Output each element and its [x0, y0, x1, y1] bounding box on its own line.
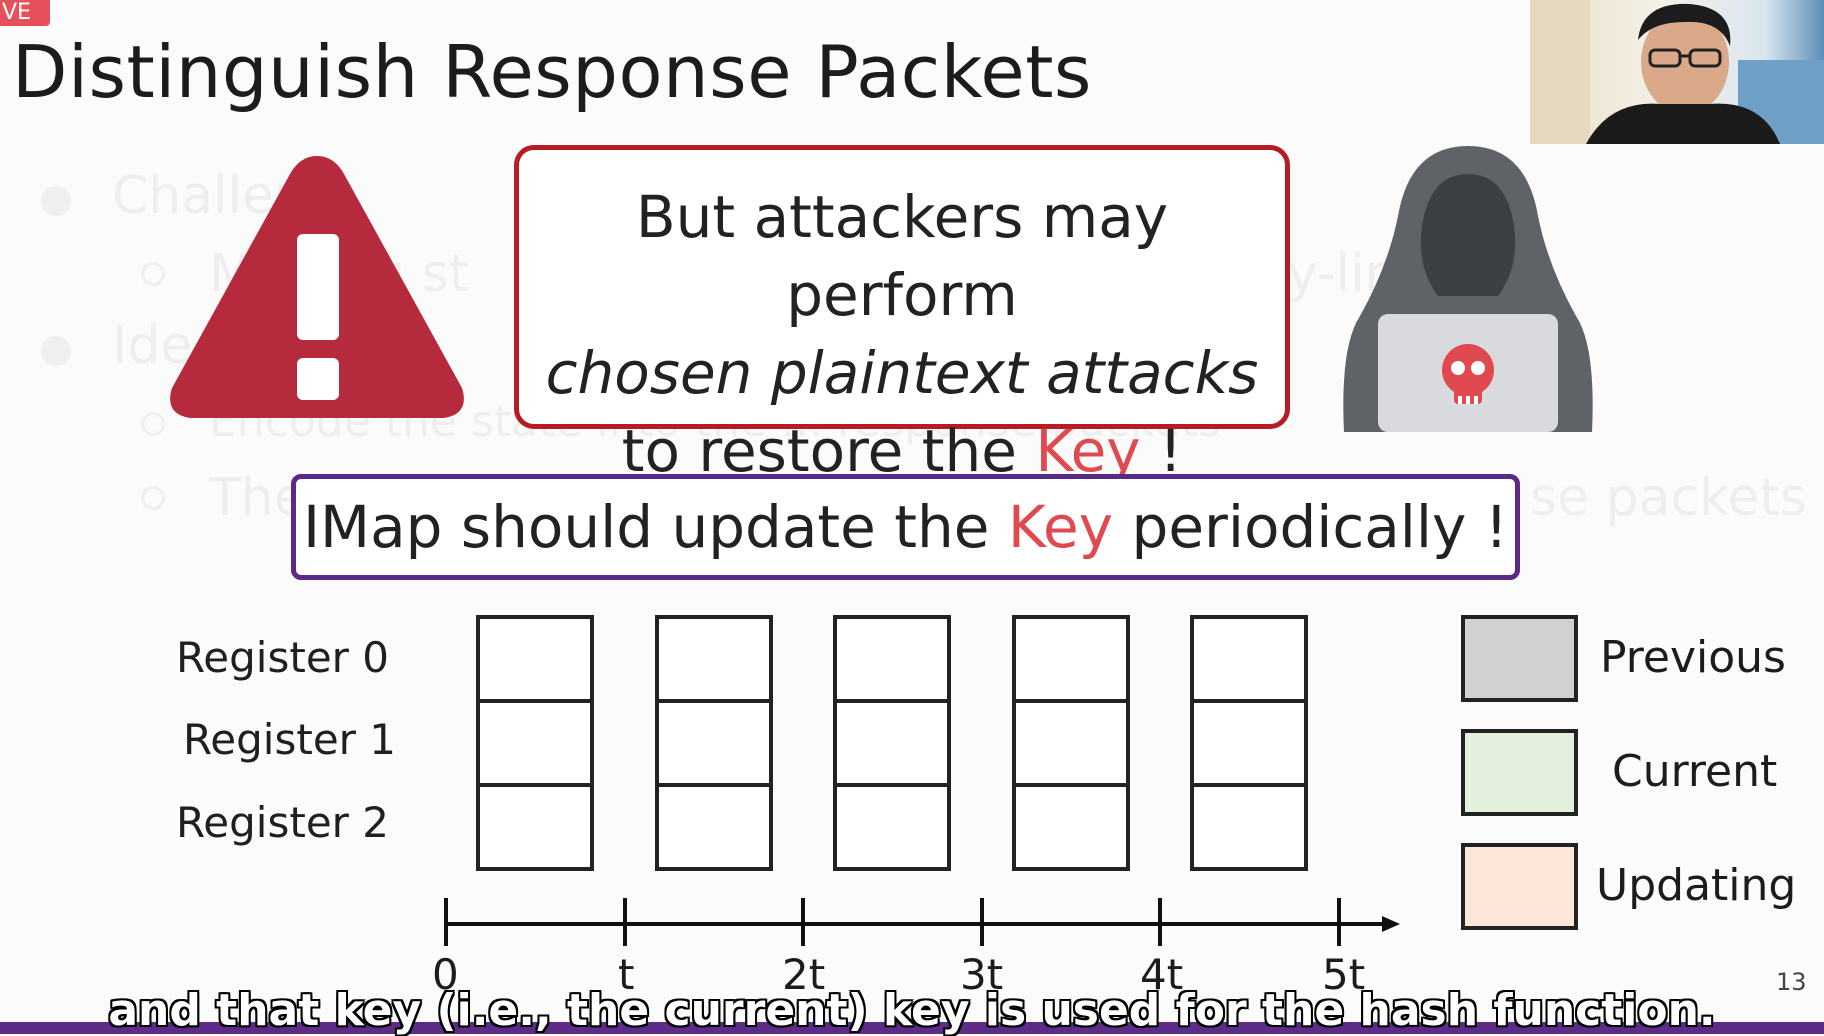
legend-swatch-previous	[1461, 615, 1578, 702]
register-cell	[659, 703, 769, 787]
register-cell	[837, 619, 947, 703]
slide-bottom-bar	[0, 1022, 1824, 1034]
register-column-4	[1190, 615, 1308, 871]
register-cell	[480, 619, 590, 703]
update-key-banner: IMap should update the Key periodically …	[291, 474, 1520, 580]
callout-line-3-suffix: !	[1140, 417, 1183, 485]
register-label-1: Register 1	[183, 715, 396, 764]
banner-suffix: periodically !	[1113, 493, 1509, 561]
register-column-1	[655, 615, 773, 871]
faded-bullet-2-sub-2-head: The	[209, 468, 306, 528]
callout-line-2: chosen plaintext attacks	[545, 339, 1259, 407]
register-cell	[1194, 787, 1304, 871]
register-label-2: Register 2	[176, 798, 389, 847]
timeline-tick-label-1: t	[618, 950, 635, 999]
bullet-dot	[41, 186, 71, 216]
register-cell	[1194, 619, 1304, 703]
bullet-dot	[41, 336, 71, 366]
callout-key-word: Key	[1035, 417, 1141, 485]
register-cell	[1016, 703, 1126, 787]
timeline-tick-label-4: 4t	[1140, 950, 1184, 999]
timeline-tick-label-0: 0	[432, 950, 459, 999]
register-column-2	[833, 615, 951, 871]
register-column-0	[476, 615, 594, 871]
register-column-3	[1012, 615, 1130, 871]
skull-icon	[1442, 344, 1494, 404]
callout-line-3-prefix: to restore the	[621, 417, 1036, 485]
attack-callout: But attackers may perform chosen plainte…	[514, 145, 1290, 485]
banner-prefix: IMap should update the	[302, 493, 1008, 561]
timeline-axis	[444, 898, 1400, 946]
register-cell	[1016, 787, 1126, 871]
webcam-video	[1530, 0, 1824, 144]
timeline-tick-label-2: 2t	[782, 950, 826, 999]
timeline-tick-label-5: 5t	[1322, 950, 1366, 999]
register-cell	[837, 787, 947, 871]
register-label-0: Register 0	[176, 633, 389, 682]
register-cell	[1016, 619, 1126, 703]
sub-bullet-ring	[141, 412, 165, 436]
faded-bullet-2-sub-2-tail: se packets	[1530, 468, 1807, 528]
register-cell	[837, 703, 947, 787]
sub-bullet-ring	[141, 262, 165, 286]
legend-swatch-updating	[1461, 843, 1578, 930]
register-cell	[1194, 703, 1304, 787]
timeline-tick-label-3: 3t	[960, 950, 1004, 999]
register-cell	[480, 787, 590, 871]
legend-label-updating: Updating	[1596, 860, 1797, 911]
legend-swatch-current	[1461, 729, 1578, 816]
live-badge: VE	[0, 0, 50, 26]
register-cell	[480, 703, 590, 787]
register-cell	[659, 787, 769, 871]
callout-line-1: But attackers may perform	[635, 183, 1169, 329]
legend-label-previous: Previous	[1600, 632, 1786, 683]
page-number: 13	[1776, 968, 1807, 996]
presenter-silhouette	[1530, 0, 1824, 144]
register-cell	[659, 619, 769, 703]
slide-title: Distinguish Response Packets	[12, 30, 1092, 114]
hooded-hacker-icon	[1343, 146, 1593, 432]
timeline-arrowhead	[1382, 916, 1400, 932]
callout-line-3: to restore the Key !	[519, 412, 1285, 490]
sub-bullet-ring	[141, 486, 165, 510]
subtitle-caption: and that key (i.e., the current) key is …	[108, 985, 1716, 1036]
banner-key-word: Key	[1007, 493, 1114, 561]
warning-triangle-icon	[170, 156, 464, 418]
legend-label-current: Current	[1612, 746, 1778, 797]
